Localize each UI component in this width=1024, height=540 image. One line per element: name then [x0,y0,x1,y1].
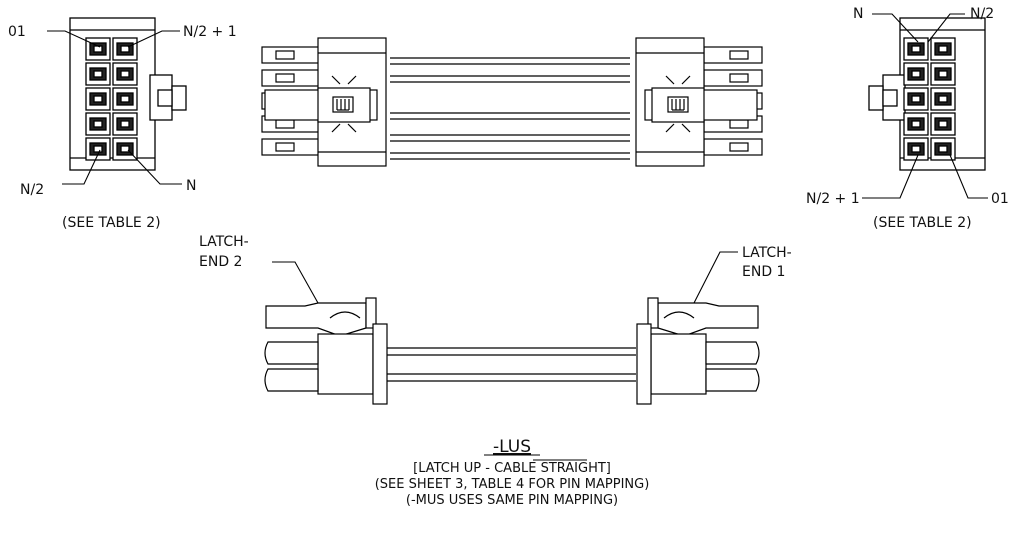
left-label-n2: N/2 [20,182,44,198]
right-label-n: N [853,6,863,22]
left-pin-hole [93,95,103,103]
right-pin-hole [911,120,921,128]
right-label-n2: N/2 [970,6,994,22]
caption-line-3: (-MUS USES SAME PIN MAPPING) [406,493,618,508]
right-connector-face [868,17,986,171]
left-label-01: 01 [8,24,26,40]
left-pin-hole [120,70,130,78]
left-pin-hole [93,120,103,128]
right-table-note: (SEE TABLE 2) [873,215,972,231]
right-pin-hole [938,45,948,53]
left-label-n: N [186,178,196,194]
right-pin-hole [911,95,921,103]
right-pin-hole [938,120,948,128]
ribbon-wires [390,57,630,160]
caption-line-1: [LATCH UP - CABLE STRAIGHT] [413,461,611,476]
right-pin-hole [911,145,921,153]
right-pin-hole [938,70,948,78]
right-label-01: 01 [991,191,1009,207]
right-pin-hole [938,145,948,153]
left-pin-hole [93,45,103,53]
left-pin-hole [120,45,130,53]
left-logo-icon [332,96,354,113]
right-side-connector [636,297,760,405]
face-leader-lines [47,13,988,199]
right-pin-hole [911,70,921,78]
latch-end-1-line2: END 1 [742,264,785,280]
latch-end-1-line1: LATCH- [742,245,792,261]
left-pin-hole [93,70,103,78]
left-label-n2-plus1: N/2 + 1 [183,24,237,40]
latch-end-1-leader [693,251,738,304]
right-logo-icon [667,96,689,113]
left-table-note: (SEE TABLE 2) [62,215,161,231]
latch-end-2-line1: LATCH- [199,234,249,250]
cable-top-view [261,37,763,167]
left-pin-hole [120,95,130,103]
right-pin-hole [911,45,921,53]
left-pin-hole [120,145,130,153]
left-pin-hole [120,120,130,128]
caption-line-2: (SEE SHEET 3, TABLE 4 FOR PIN MAPPING) [375,477,650,492]
latch-end-2-leader [272,261,319,304]
latch-end-2-line2: END 2 [199,254,242,270]
left-side-connector [264,297,388,405]
caption-title: -LUS [493,437,531,457]
left-pin-hole [93,145,103,153]
right-pin-hole [938,95,948,103]
right-label-n2-plus1: N/2 + 1 [806,191,860,207]
cable-side-view [264,251,760,405]
left-connector-face [69,17,187,171]
